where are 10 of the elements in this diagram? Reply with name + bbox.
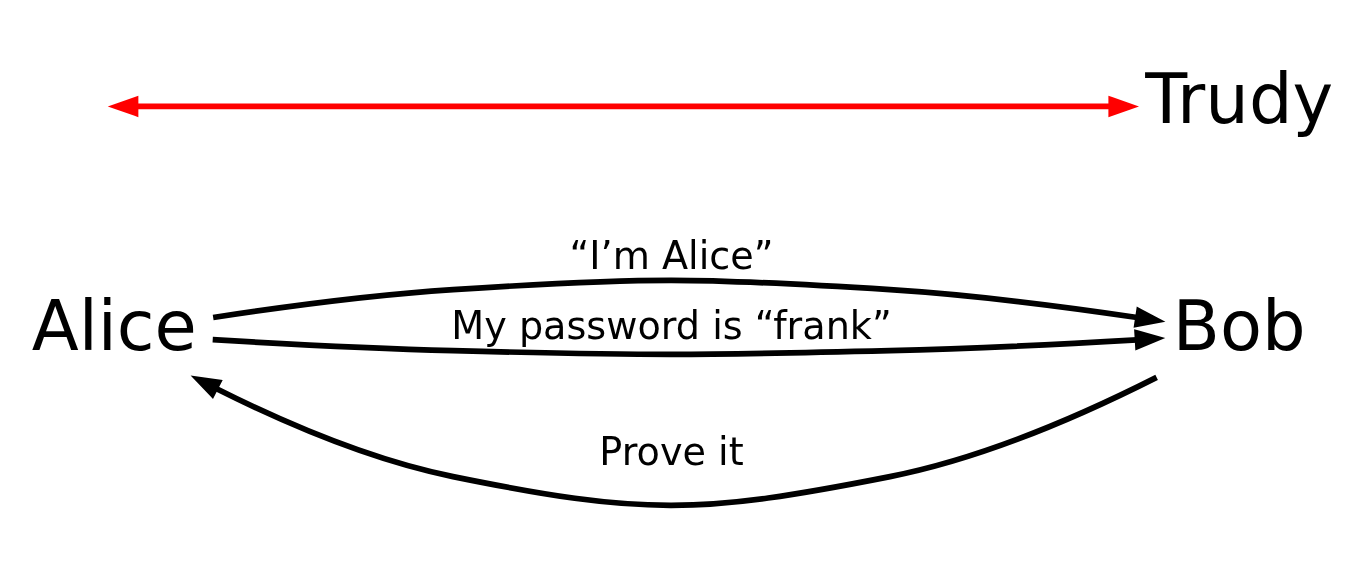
arrow [190, 374, 1158, 508]
node-text: Bob [1172, 285, 1306, 366]
arrow [212, 328, 1166, 357]
edge-label: My password is “frank” [451, 303, 892, 348]
edge-label: “I’m Alice” [569, 233, 774, 278]
arrow [212, 277, 1166, 328]
node-text: Alice [31, 285, 197, 366]
node-text: Trudy [1145, 58, 1334, 139]
edge-label: Prove it [599, 429, 744, 474]
arrow [107, 95, 1139, 117]
